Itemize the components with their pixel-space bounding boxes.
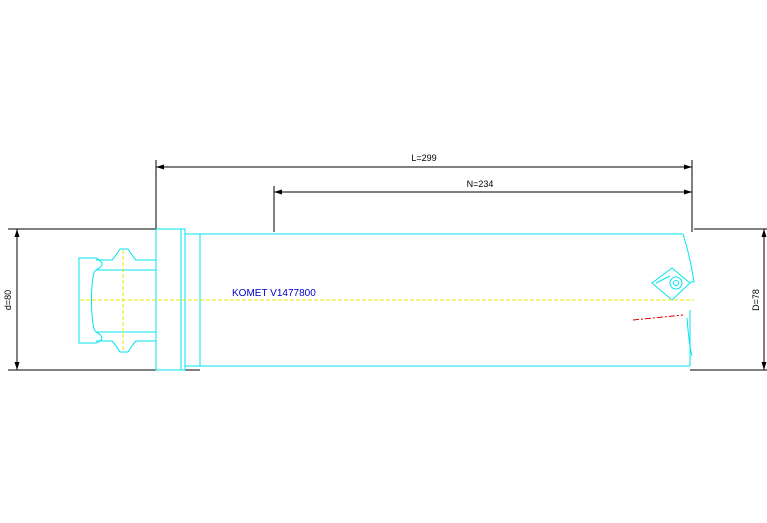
tool-body: [199, 233, 695, 367]
dimension-label-n: N=234: [467, 179, 494, 189]
dimension-overall-length: L=299: [155, 153, 693, 232]
arrowhead-d-bottom: [14, 362, 20, 370]
arrowhead-cd-top: [761, 229, 767, 237]
insert: [651, 267, 691, 301]
centerlines: [80, 250, 694, 352]
part-label: KOMET V1477800: [232, 288, 316, 299]
arrowhead-left: [156, 164, 164, 170]
dimension-body-length: N=234: [273, 179, 692, 232]
arrowhead-right: [684, 164, 692, 170]
dimension-cutting-diameter: D=78: [690, 228, 767, 371]
arrowhead-n-right: [684, 189, 692, 195]
arrowhead-n-left: [274, 189, 282, 195]
arrowhead-d-top: [14, 229, 20, 237]
dimension-label-l: L=299: [411, 153, 436, 163]
dimension-label-cd: D=78: [751, 289, 761, 311]
dimension-label-d: d=80: [3, 290, 13, 310]
cutter-offset-mark: [632, 314, 684, 321]
arrowhead-cd-bottom: [761, 362, 767, 370]
